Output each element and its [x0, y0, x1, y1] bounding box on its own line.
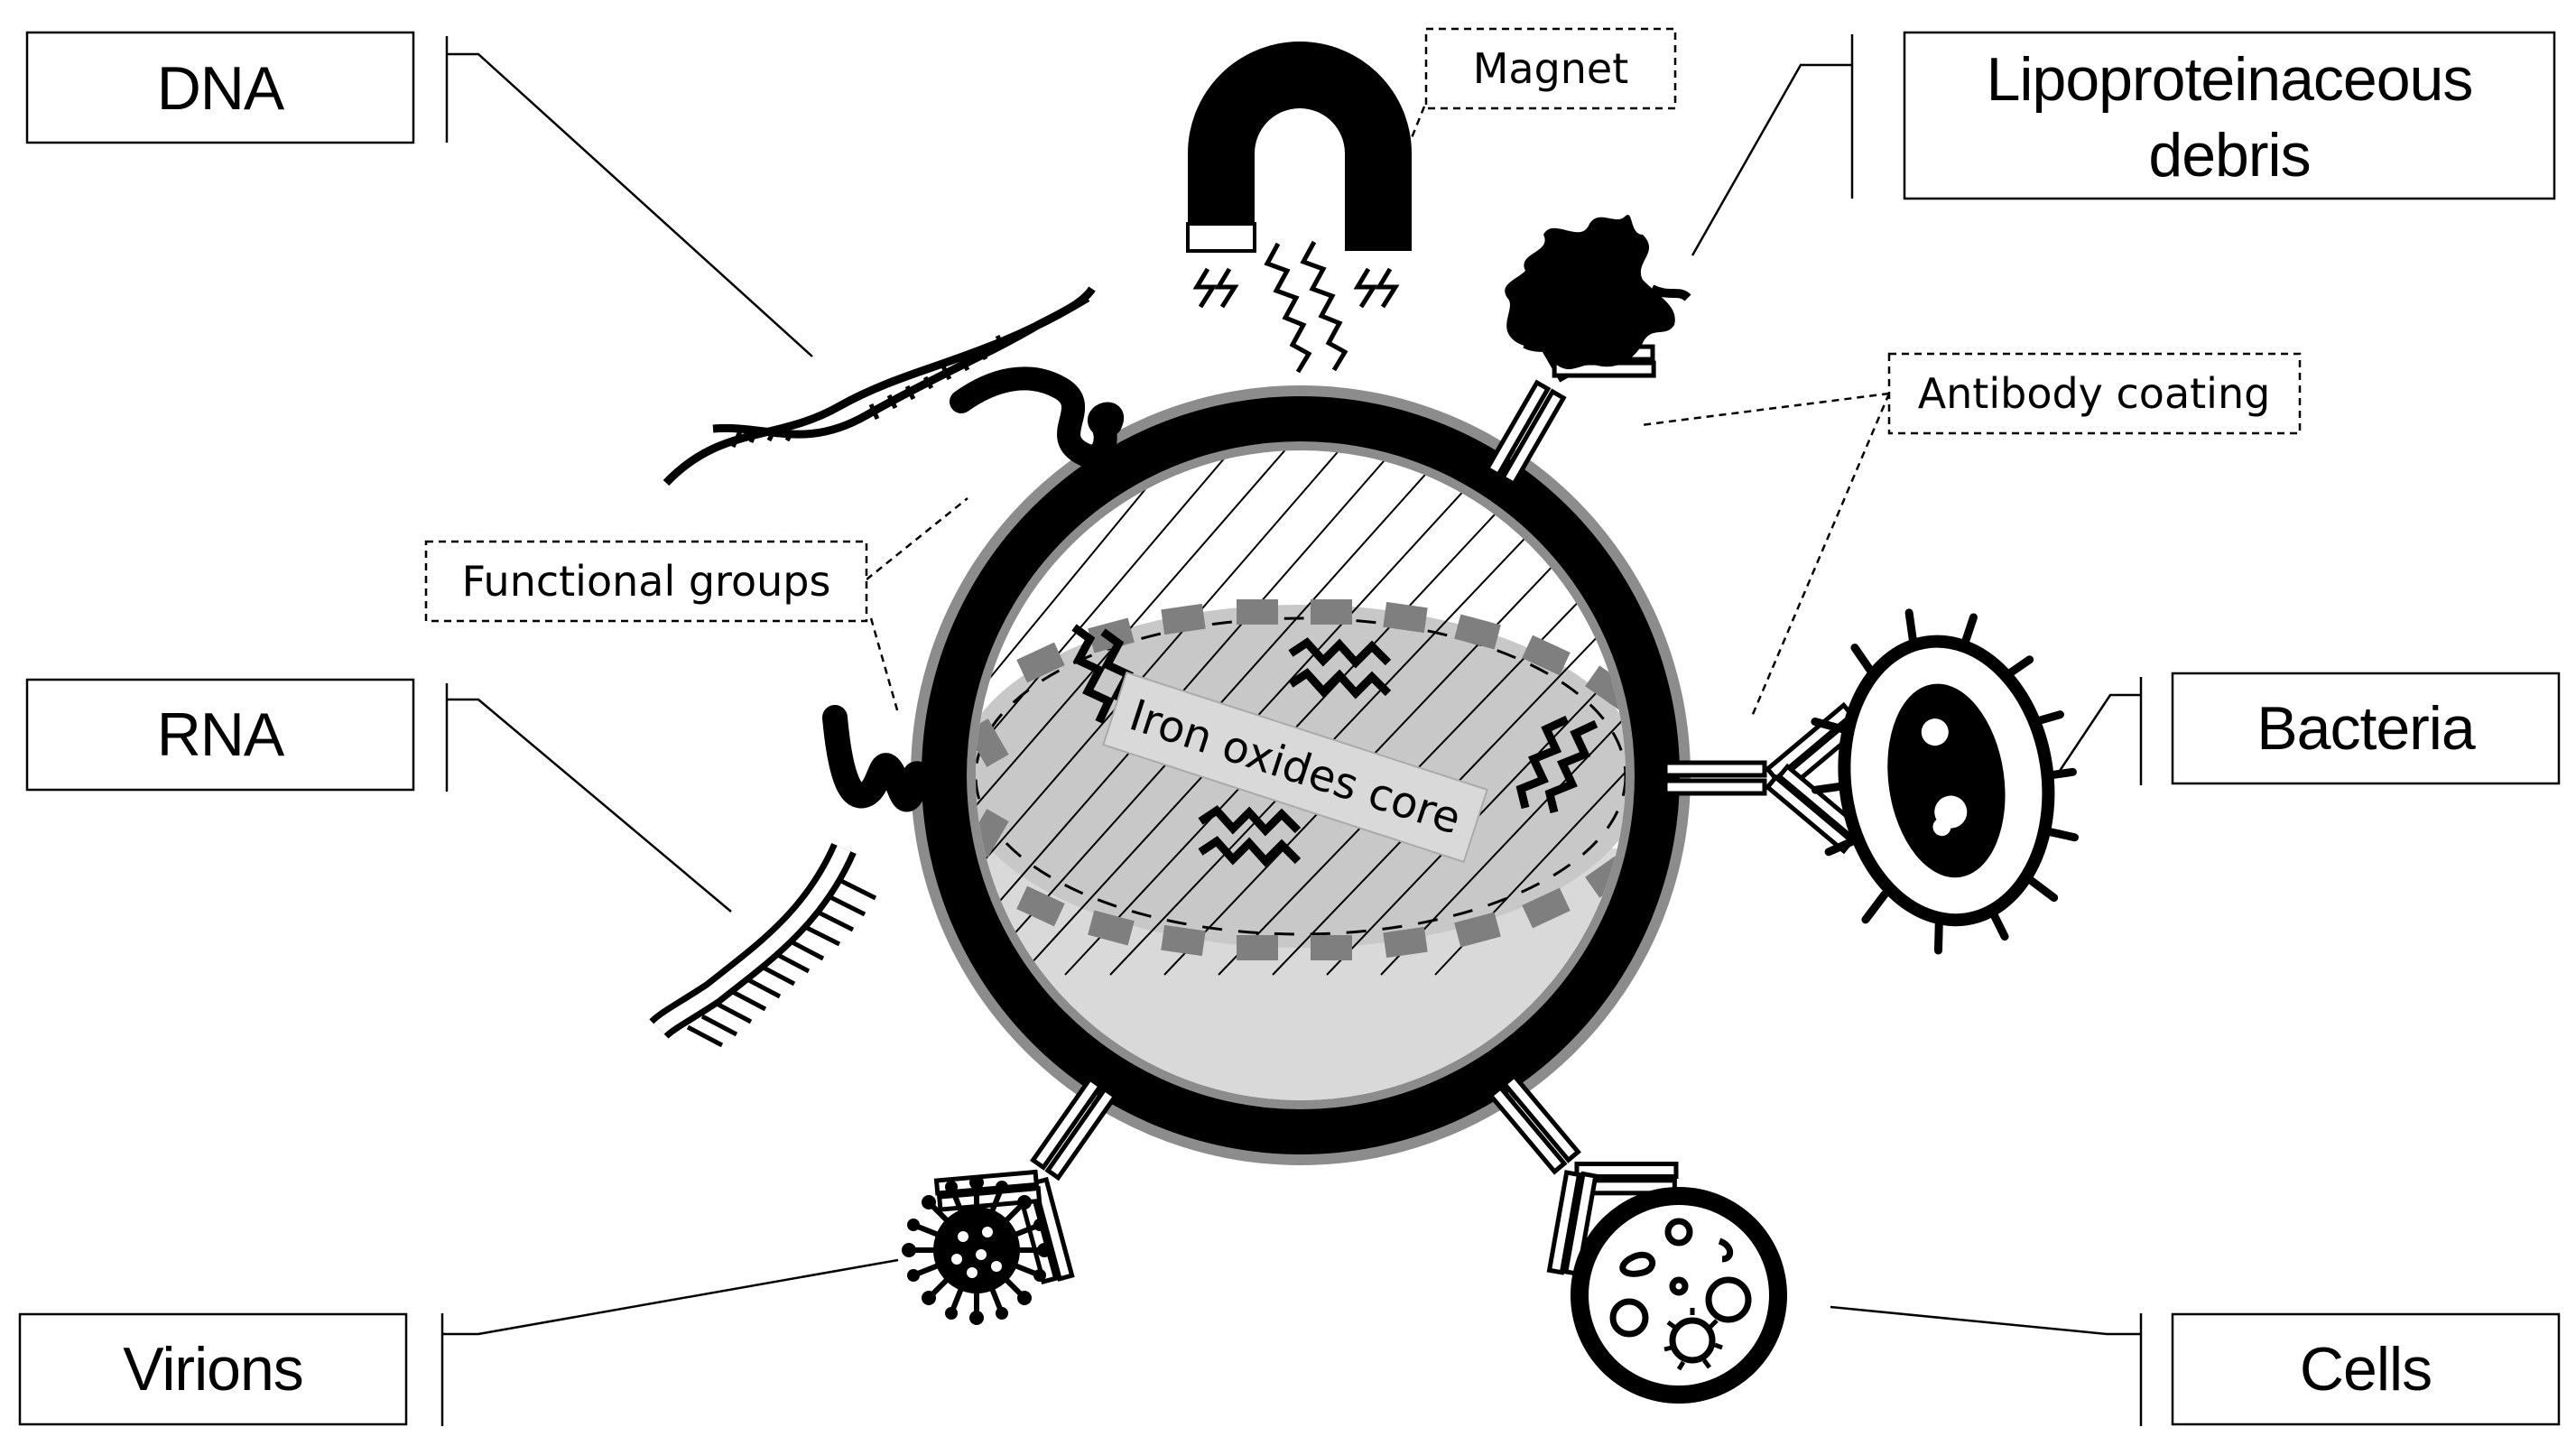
- magnet-label-box: Magnet: [1424, 27, 1677, 110]
- fg-dashed-connector-lower: [869, 617, 900, 714]
- debris-icon: [1505, 214, 1691, 370]
- virus-icon: [902, 1175, 1052, 1325]
- cells-label-box: Cells: [2171, 1312, 2561, 1426]
- functional-groups-label-box: Functional groups: [424, 540, 868, 623]
- dna-label-box: DNA: [25, 31, 415, 144]
- functional-groups-label: Functional groups: [462, 557, 831, 606]
- bacterium-icon: [1811, 608, 2080, 955]
- antibody-dashed-connector-upper: [1640, 392, 1890, 427]
- debris-connector: [1691, 34, 1854, 256]
- bacteria-label-box: Bacteria: [2171, 672, 2561, 785]
- bacteria-connector: [2058, 677, 2143, 785]
- bacteria-label: Bacteria: [2256, 694, 2476, 763]
- rna-connector: [445, 683, 732, 913]
- dna-label: DNA: [157, 54, 285, 123]
- antibody-dashed-connector-lower: [1749, 393, 1891, 719]
- antibody-coating-label-box: Antibody coating: [1887, 352, 2302, 435]
- magnet-label: Magnet: [1473, 44, 1629, 93]
- debris-label-box: Lipoproteinaceous debris: [1903, 31, 2556, 200]
- dna-helix-icon: [663, 286, 1124, 487]
- connector-lines: [440, 34, 2143, 1426]
- label-boxes: DNA RNA Virions Lipoproteinaceous debris…: [18, 27, 2561, 1426]
- debris-label-line2: debris: [2148, 121, 2310, 190]
- debris-label-line1: Lipoproteinaceous: [1987, 45, 2473, 114]
- dna-connector: [445, 36, 813, 357]
- cells-label: Cells: [2300, 1335, 2432, 1404]
- magnet-icon: [1186, 42, 1412, 374]
- cell-icon: [1571, 1187, 1787, 1404]
- rna-label-box: RNA: [25, 678, 415, 792]
- magnetic-nanoparticle-icon: Iron oxides core: [911, 385, 1691, 1165]
- rna-strand-icon: [649, 705, 933, 1048]
- antibody-coating-label: Antibody coating: [1918, 369, 2271, 418]
- magnet-dashed-connector: [1402, 106, 1426, 159]
- virions-label: Virions: [123, 1335, 303, 1404]
- dashed-connectors: [866, 106, 1891, 719]
- virions-label-box: Virions: [18, 1312, 408, 1426]
- cells-connector: [1830, 1305, 2143, 1426]
- virions-connector: [440, 1258, 899, 1426]
- rna-label: RNA: [157, 700, 285, 769]
- fg-dashed-connector-upper: [866, 497, 968, 580]
